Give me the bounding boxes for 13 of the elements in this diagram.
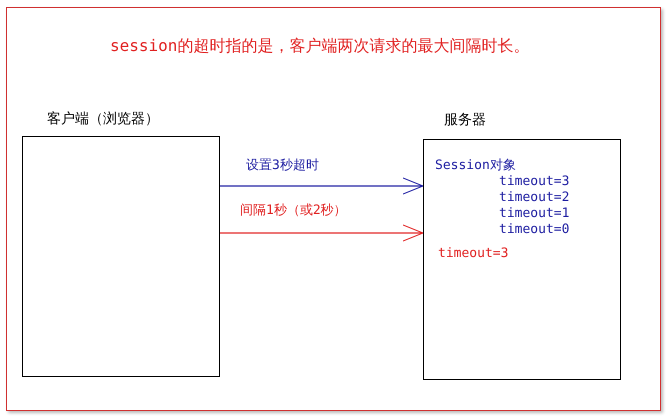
timeout-value: timeout=0	[499, 222, 570, 238]
timeout-value: timeout=3	[438, 246, 508, 262]
timeout-value: timeout=2	[499, 190, 570, 206]
arrow	[220, 178, 424, 194]
arrow	[220, 224, 424, 242]
title: session的超时指的是，客户端两次请求的最大间隔时长。	[110, 36, 530, 56]
edge-label: 间隔1秒（或2秒）	[240, 203, 347, 219]
timeout-value: timeout=1	[499, 206, 570, 222]
box-heading: 服务器	[444, 112, 486, 128]
box-heading: 客户端（浏览器）	[47, 111, 159, 127]
edge-label: 设置3秒超时	[246, 158, 319, 174]
timeout-value: timeout=3	[499, 174, 570, 190]
object-label: Session对象	[435, 158, 516, 174]
